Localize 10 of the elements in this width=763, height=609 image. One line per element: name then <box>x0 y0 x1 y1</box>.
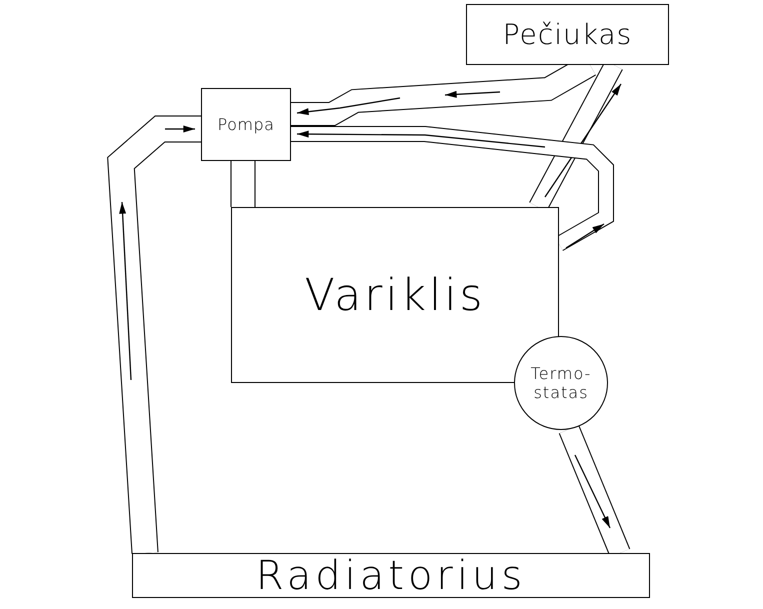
node-label: Variklis <box>304 270 486 320</box>
node-label: Termo- statas <box>530 364 592 402</box>
pipe-flow-arrow <box>291 126 614 251</box>
pipe-flow-arrow <box>107 116 201 554</box>
node-label: Pompa <box>218 115 274 134</box>
pump-box <box>201 88 291 161</box>
radiator-box <box>132 553 650 598</box>
heater-box <box>466 4 669 65</box>
node-label: Radiatorius <box>256 552 526 598</box>
node-label: Pečiukas <box>502 18 632 51</box>
